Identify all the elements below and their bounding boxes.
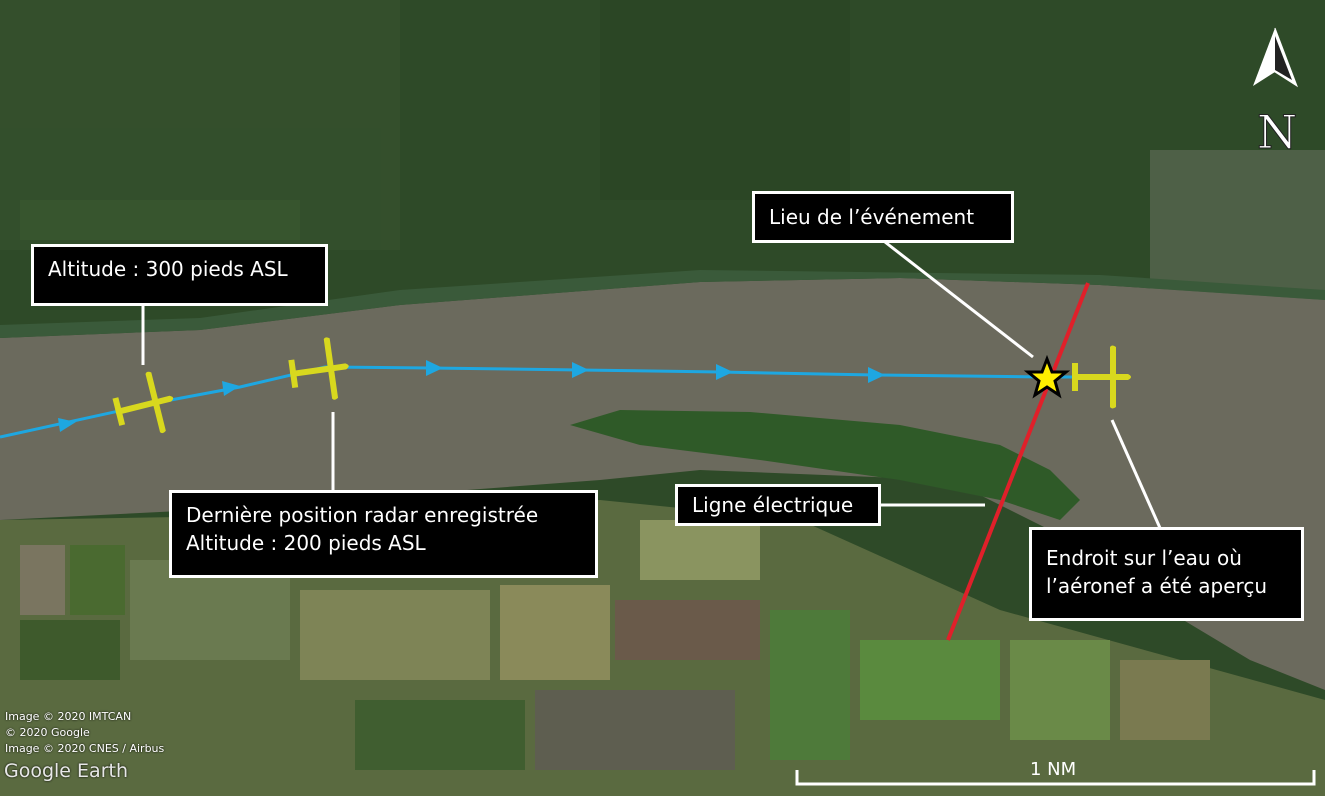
last-radar-position-callout: Dernière position radar enregistrée Alti… (169, 490, 598, 578)
callout-text: Altitude : 300 pieds ASL (48, 257, 288, 281)
flight-track (0, 365, 1085, 439)
callout-text: Lieu de l’événement (769, 205, 975, 229)
sighting-location-callout: Endroit sur l’eau où l’aéronef a été ape… (1029, 527, 1304, 621)
callout-text: l’aéronef a été aperçu (1046, 574, 1268, 598)
track-arrow (58, 418, 76, 432)
island (570, 410, 1080, 520)
event-location-callout: Lieu de l’événement (752, 191, 1014, 243)
scale-label: 1 NM (1030, 759, 1077, 780)
forest-texture (0, 0, 1325, 300)
leader-line (884, 240, 1034, 359)
track-arrow (716, 364, 733, 380)
callout-text: Ligne électrique (692, 493, 854, 517)
event-star-icon (1023, 354, 1071, 399)
callout-text: Endroit sur l’eau où (1046, 546, 1242, 570)
north-arrow-icon (1253, 27, 1299, 88)
track-arrow (868, 367, 885, 383)
image-credit: © 2020 Google (5, 726, 90, 739)
google-earth-logo: Google Earth (4, 760, 128, 782)
image-credit: Image © 2020 IMTCAN (5, 710, 132, 723)
leader-line (1110, 419, 1162, 529)
north-shore (0, 270, 1325, 338)
callout-text: Altitude : 200 pieds ASL (186, 531, 426, 555)
power-line-callout: Ligne électrique (675, 484, 881, 526)
image-credit: Image © 2020 CNES / Airbus (5, 742, 165, 755)
scale-bar (795, 770, 1316, 786)
north-label: N (1257, 105, 1297, 159)
callout-text: Dernière position radar enregistrée (186, 503, 539, 527)
track-arrow (572, 362, 589, 378)
power-line (946, 282, 1090, 641)
track-arrow (426, 360, 443, 376)
altitude-300-callout: Altitude : 300 pieds ASL (31, 244, 328, 306)
track-arrow (222, 381, 240, 396)
